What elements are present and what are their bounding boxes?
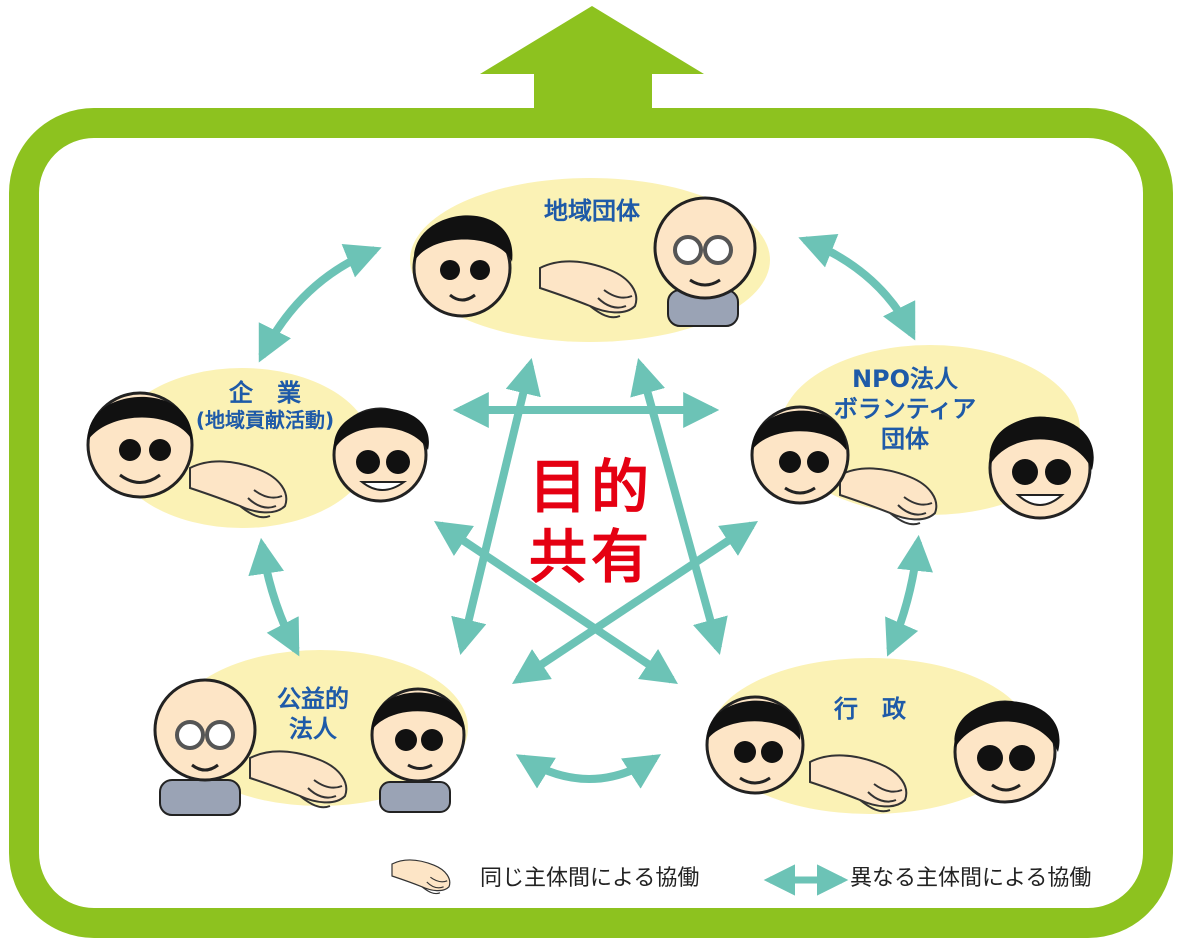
arrow-koueki-gyosei	[515, 754, 662, 789]
people-koueki	[153, 678, 466, 816]
label-npo: NPO法人 ボランティア 団体	[830, 364, 980, 454]
label-kigyo: 企 業 (地域貢献活動)	[180, 378, 350, 433]
outer-arrows	[248, 233, 933, 789]
legend-same: 同じ主体間による協働	[480, 866, 700, 891]
label-koueki: 公益的 法人	[258, 684, 368, 744]
label-npo-line1: NPO法人	[851, 365, 959, 393]
outer-frame	[9, 108, 1173, 938]
arrow-chiiki-kigyo	[258, 243, 382, 363]
people-chiiki	[412, 196, 757, 327]
arrow-npo-gyosei	[885, 534, 933, 657]
label-kigyo-main: 企 業	[229, 379, 301, 407]
center-line1: 目的	[528, 453, 653, 521]
label-chiiki: 地域団体	[544, 197, 640, 225]
label-npo-line2: ボランティア	[833, 395, 977, 423]
up-arrow	[480, 6, 704, 118]
label-koueki-line1: 公益的	[277, 685, 349, 713]
people-npo	[750, 405, 1094, 526]
label-npo-line3: 団体	[881, 425, 929, 453]
arrow-npo-koueki	[511, 521, 759, 684]
label-koueki-line2: 法人	[289, 715, 337, 743]
arrow-kigyo-koueki	[248, 537, 300, 657]
people-kigyo	[86, 391, 429, 519]
center-title: 目的 共有	[516, 452, 666, 592]
legend-handshake-icon	[391, 859, 451, 895]
star-arrows	[434, 357, 759, 684]
label-kigyo-sub: (地域貢献活動)	[195, 408, 335, 432]
arrow-chiiki-npo	[798, 233, 916, 341]
legend-different: 異なる主体間による協働	[850, 866, 1092, 891]
center-line2: 共有	[528, 523, 653, 591]
label-gyosei: 行 政	[834, 695, 906, 723]
people-gyosei	[705, 695, 1060, 813]
